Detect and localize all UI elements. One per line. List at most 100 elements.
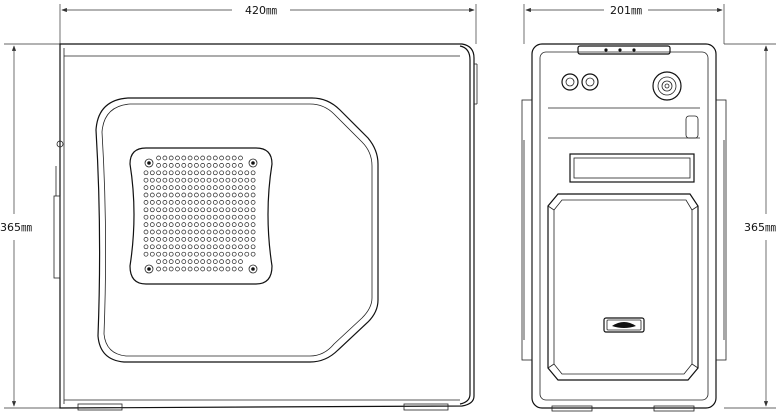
vent-hole <box>212 229 218 235</box>
vent-hole <box>175 237 180 242</box>
vent-hole <box>181 200 187 205</box>
vent-hole <box>225 214 231 220</box>
vent-hole <box>219 222 224 227</box>
vent-hole <box>231 214 237 220</box>
vent-hole <box>238 229 243 235</box>
vent-hole <box>225 251 231 257</box>
vent-hole <box>168 185 174 190</box>
vent-hole <box>244 170 250 176</box>
vent-hole <box>219 177 224 183</box>
vent-hole <box>162 185 168 190</box>
top-io-panel <box>577 45 671 55</box>
vent-hole <box>143 207 149 213</box>
vent-hole <box>194 200 199 205</box>
vent-hole <box>200 163 206 168</box>
vent-hole <box>231 192 237 198</box>
vent-hole <box>231 200 237 205</box>
vent-hole <box>231 259 237 264</box>
vent-hole <box>206 207 212 213</box>
vent-hole <box>156 177 161 183</box>
vent-hole <box>225 177 231 183</box>
vent-hole <box>175 192 180 198</box>
vent-hole <box>206 251 212 257</box>
vent-hole <box>181 222 187 227</box>
vent-hole <box>143 229 149 235</box>
vent-hole <box>200 177 206 183</box>
vent-hole <box>162 229 168 235</box>
vent-hole <box>187 192 193 198</box>
vent-hole <box>143 214 149 220</box>
vent-hole <box>206 237 212 242</box>
vent-hole <box>181 185 187 190</box>
vent-hole <box>238 222 243 227</box>
vent-hole <box>175 185 180 190</box>
vent-hole <box>200 192 206 198</box>
vent-hole <box>231 163 237 168</box>
vent-hole <box>219 192 224 198</box>
vent-hole <box>168 222 174 227</box>
vent-hole <box>181 163 187 168</box>
vent-hole <box>250 170 256 176</box>
vent-hole <box>250 237 256 242</box>
vent-hole <box>187 177 193 183</box>
vent-hole <box>200 251 206 257</box>
front-case-shell <box>521 43 727 412</box>
vent-hole <box>244 222 250 227</box>
vent-hole <box>231 244 237 250</box>
vent-hole <box>200 266 206 272</box>
vent-hole <box>225 207 231 213</box>
vent-hole <box>225 170 231 176</box>
vent-hole <box>187 200 193 205</box>
vent-hole <box>231 185 237 190</box>
vent-hole-grid <box>143 155 256 272</box>
side-width-dimension: 420㎜ <box>59 4 477 44</box>
vent-hole <box>187 259 193 264</box>
vent-hole <box>187 185 193 190</box>
vent-hole <box>181 155 187 161</box>
vent-hole <box>194 185 199 190</box>
vent-hole <box>162 155 168 161</box>
vent-hole <box>162 251 168 257</box>
vent-hole <box>231 155 237 161</box>
side-width-label: 420㎜ <box>245 4 277 17</box>
vent-hole <box>212 192 218 198</box>
side-height-label: 365㎜ <box>0 221 32 234</box>
vent-hole <box>206 214 212 220</box>
vent-hole <box>143 170 149 176</box>
vent-hole <box>212 266 218 272</box>
vent-hole <box>219 185 224 190</box>
vent-hole <box>156 214 161 220</box>
vent-hole <box>149 185 155 190</box>
vent-hole <box>168 237 174 242</box>
vent-hole <box>149 222 155 227</box>
brand-badge-logo <box>603 317 645 333</box>
vent-hole <box>231 222 237 227</box>
vent-hole <box>156 259 161 264</box>
vent-hole <box>200 214 206 220</box>
vent-hole <box>187 170 193 176</box>
vent-hole <box>219 229 224 235</box>
vent-hole <box>225 266 231 272</box>
vent-hole <box>181 259 187 264</box>
vent-hole <box>181 244 187 250</box>
vent-hole <box>149 244 155 250</box>
vent-hole <box>175 200 180 205</box>
vent-hole <box>168 192 174 198</box>
vent-hole <box>175 244 180 250</box>
vent-hole <box>206 177 212 183</box>
vent-hole <box>206 170 212 176</box>
vent-hole <box>194 177 199 183</box>
vent-hole <box>168 229 174 235</box>
vent-hole <box>238 177 243 183</box>
front-width-label: 201㎜ <box>610 4 642 17</box>
vent-hole <box>181 177 187 183</box>
vent-hole <box>194 237 199 242</box>
vent-hole <box>175 214 180 220</box>
vent-hole <box>156 185 161 190</box>
vent-hole <box>162 244 168 250</box>
vent-hole <box>238 266 243 272</box>
vent-hole <box>168 251 174 257</box>
vent-hole <box>212 207 218 213</box>
vent-hole <box>149 237 155 242</box>
